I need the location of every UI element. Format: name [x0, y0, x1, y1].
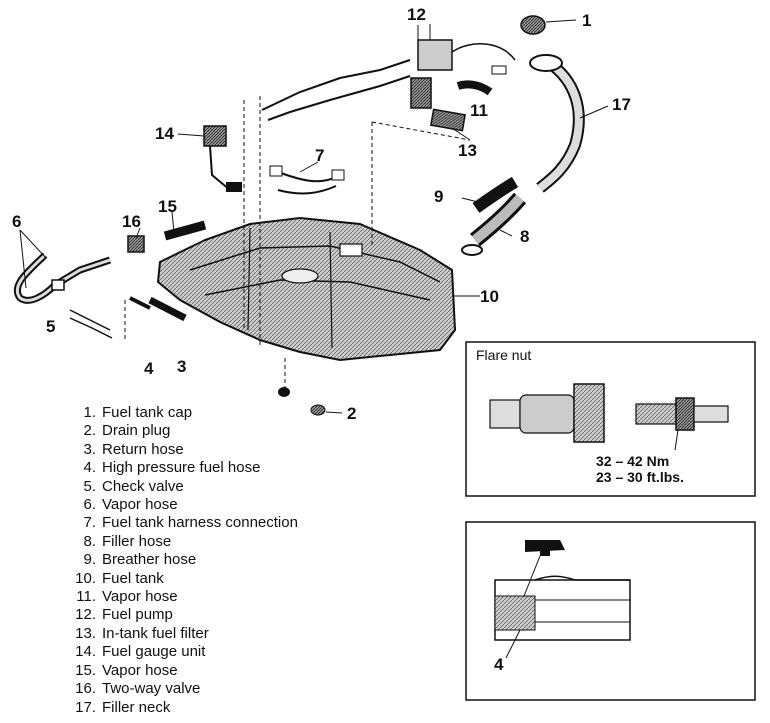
flare-nut-title: Flare nut [476, 347, 532, 363]
drain-plug [278, 387, 343, 416]
callout-12: 12 [407, 5, 426, 24]
in-tank-fuel-filter [429, 108, 471, 141]
callout-4: 4 [144, 359, 154, 378]
legend-item: 1.Fuel tank cap [83, 404, 193, 421]
legend-item: 7.Fuel tank harness connection [83, 514, 298, 532]
legend-item: 16.Two-way valve [75, 680, 201, 698]
torque-nm: 32 – 42 Nm [596, 453, 670, 469]
breather-hose [472, 176, 519, 213]
filler-neck [529, 54, 585, 193]
check-valve [51, 279, 65, 291]
two-way-valve [127, 235, 145, 253]
callout-10: 10 [480, 287, 499, 306]
callout-9: 9 [434, 187, 444, 206]
callout-8: 8 [520, 227, 530, 246]
fuel-pump [410, 25, 516, 109]
callout-17: 17 [612, 95, 631, 114]
legend-item: 5.Check valve [83, 477, 184, 495]
callout-leaders [19, 24, 609, 297]
callout-3: 3 [177, 357, 187, 376]
fuel-gauge-unit [203, 125, 242, 192]
callout-14: 14 [155, 124, 174, 143]
legend-item: 2.Drain plug [83, 422, 171, 440]
fuel-tank-harness-connection [269, 165, 345, 195]
legend-item: 12.Fuel pump [75, 606, 173, 624]
return-hose [148, 296, 187, 322]
flare-nut-panel [465, 341, 756, 497]
fuel-lines [261, 59, 411, 121]
parts-legend: 1.Fuel tank cap 2.Drain plug 3.Return ho… [74, 404, 298, 717]
legend-item: 17.Filler neck [75, 698, 171, 716]
vapor-hose-15 [163, 220, 207, 241]
leader-lines [124, 96, 471, 388]
fuel-tank-cap [520, 15, 577, 35]
vapor-hose-6 [14, 252, 112, 304]
legend-item: 13.In-tank fuel filter [75, 624, 209, 642]
inset-callout-4: 4 [494, 655, 504, 674]
legend-item: 4.High pressure fuel hose [83, 459, 261, 477]
callout-1: 1 [582, 11, 592, 30]
legend-item: 8.Filler hose [83, 532, 172, 550]
callout-6: 6 [12, 212, 22, 231]
torque-spec: 32 – 42 Nm 23 – 30 ft.lbs. [596, 453, 684, 485]
callout-5: 5 [46, 317, 56, 336]
callout-16: 16 [122, 212, 141, 231]
fuel-tank [156, 216, 457, 362]
vapor-line [69, 309, 113, 339]
vapor-hose-11 [456, 80, 493, 96]
legend-item: 15.Vapor hose [75, 661, 178, 679]
legend-item: 11.Vapor hose [76, 588, 178, 606]
legend-item: 14.Fuel gauge unit [75, 643, 206, 661]
legend-item: 9.Breather hose [83, 551, 197, 569]
callout-11: 11 [470, 101, 488, 120]
callout-2: 2 [347, 404, 357, 423]
high-pressure-fuel-hose [129, 296, 151, 310]
callout-15: 15 [158, 197, 177, 216]
callout-7: 7 [315, 146, 325, 165]
hose-connection-inset [465, 521, 756, 701]
legend-item: 3.Return hose [83, 440, 184, 458]
legend-item: 6.Vapor hose [83, 496, 178, 514]
legend-item: 10.Fuel tank [75, 569, 164, 587]
hose-clamp [461, 244, 483, 256]
torque-ftlbs: 23 – 30 ft.lbs. [596, 469, 684, 485]
callout-13: 13 [458, 141, 477, 160]
